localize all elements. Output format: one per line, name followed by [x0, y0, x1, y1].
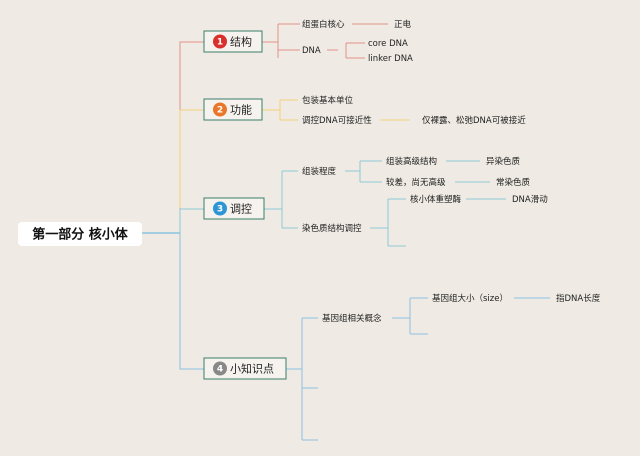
number-badge-4 — [213, 361, 227, 376]
branch-node-2[interactable]: 2 功能 — [203, 98, 263, 121]
node-heterochromatin[interactable]: 异染色质 — [486, 156, 521, 167]
node-assembly-degree[interactable]: 组装程度 — [302, 166, 337, 177]
branch-label-3: 调控 — [230, 202, 252, 216]
node-linker-dna[interactable]: linker DNA — [368, 54, 413, 64]
node-higher-structure[interactable]: 组装高级结构 — [386, 156, 437, 167]
trunk-branch-4 — [179, 233, 204, 370]
number-badge-2-text: 2 — [217, 106, 223, 116]
node-positive-charge[interactable]: 正电 — [394, 19, 412, 30]
trunk-branch-3 — [179, 208, 204, 233]
trunk-branch-2 — [179, 109, 204, 208]
node-dna-accessibility[interactable]: 调控DNA可接近性 — [302, 115, 372, 126]
root-node[interactable] — [18, 222, 142, 246]
b4-lines — [286, 297, 550, 441]
branch-node-1[interactable]: 1 结构 — [203, 30, 263, 53]
branch-label-1: 结构 — [230, 35, 252, 49]
number-badge-3-text: 3 — [217, 205, 223, 215]
branch-node-4[interactable]: 4 小知识点 — [203, 357, 287, 380]
number-badge-3 — [213, 201, 227, 216]
b3-lines — [264, 160, 506, 247]
trunk-branch-1 — [179, 41, 204, 233]
node-naked-dna-only[interactable]: 仅裸露、松弛DNA可被接近 — [422, 115, 526, 126]
node-dna-sliding[interactable]: DNA滑动 — [512, 194, 548, 205]
node-remodeling-enzyme[interactable]: 核小体重塑酶 — [410, 194, 462, 205]
number-badge-4-text: 4 — [217, 365, 223, 375]
branch-label-2: 功能 — [230, 103, 252, 117]
node-packaging-unit[interactable]: 包装基本单位 — [302, 95, 354, 106]
node-poor-assembly[interactable]: 较差，尚无高级 — [386, 177, 446, 188]
b1-lines — [262, 23, 388, 59]
branch-label-4: 小知识点 — [230, 362, 274, 376]
node-dna[interactable]: DNA — [302, 46, 321, 56]
node-chromatin-regulation[interactable]: 染色质结构调控 — [302, 223, 362, 234]
root-title: 第一部分 核小体 — [32, 227, 129, 243]
branch-node-3[interactable]: 3 调控 — [203, 197, 265, 220]
node-euchromatin[interactable]: 常染色质 — [496, 177, 531, 188]
node-core-dna[interactable]: core DNA — [368, 39, 408, 49]
node-dna-length[interactable]: 指DNA长度 — [556, 293, 601, 304]
number-badge-1-text: 1 — [217, 38, 223, 48]
node-histone-core[interactable]: 组蛋白核心 — [302, 19, 345, 30]
b2-lines — [262, 99, 410, 121]
number-badge-1 — [213, 34, 227, 49]
node-genome-size[interactable]: 基因组大小（size） — [432, 293, 508, 304]
node-genome-concepts[interactable]: 基因组相关概念 — [322, 313, 382, 324]
number-badge-2 — [213, 102, 227, 117]
